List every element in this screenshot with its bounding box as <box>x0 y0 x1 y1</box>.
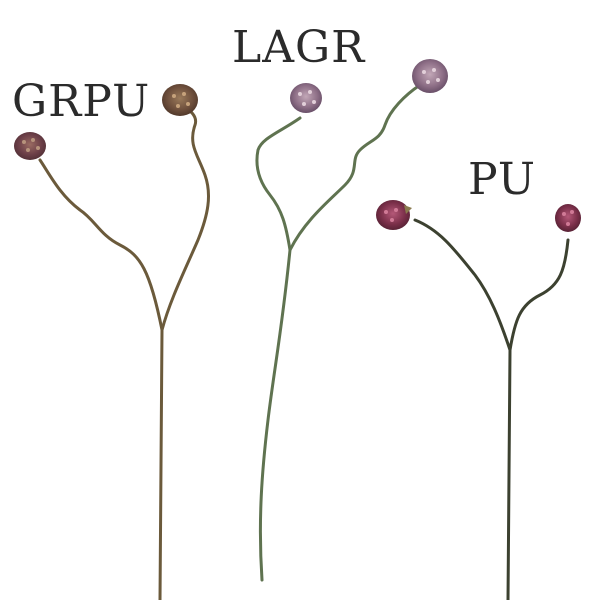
plant-right <box>376 200 581 600</box>
stem-right-branch-b <box>508 238 570 352</box>
stem-left-branch-b <box>160 102 211 332</box>
flower-head-right-b <box>555 204 581 232</box>
stem-middle-branch-b <box>288 83 422 252</box>
flower-head-middle-a <box>290 83 322 113</box>
stem-left-main <box>158 328 164 600</box>
label-pu: PU <box>468 154 536 205</box>
label-lagr: LAGR <box>232 22 366 73</box>
flower-head-right-a <box>376 200 412 230</box>
stem-right-main <box>506 348 512 600</box>
flower-head-middle-b <box>412 59 448 93</box>
flower-head-left-a <box>14 132 46 160</box>
plant-left <box>14 84 211 600</box>
stem-middle-main <box>258 248 292 582</box>
plant-middle <box>255 59 448 582</box>
stem-middle-branch-a <box>255 116 302 252</box>
stem-left-branch-a <box>38 158 164 332</box>
stem-right-branch-a <box>413 218 512 352</box>
flower-head-left-b <box>162 84 198 116</box>
label-grpu: GRPU <box>12 76 151 127</box>
